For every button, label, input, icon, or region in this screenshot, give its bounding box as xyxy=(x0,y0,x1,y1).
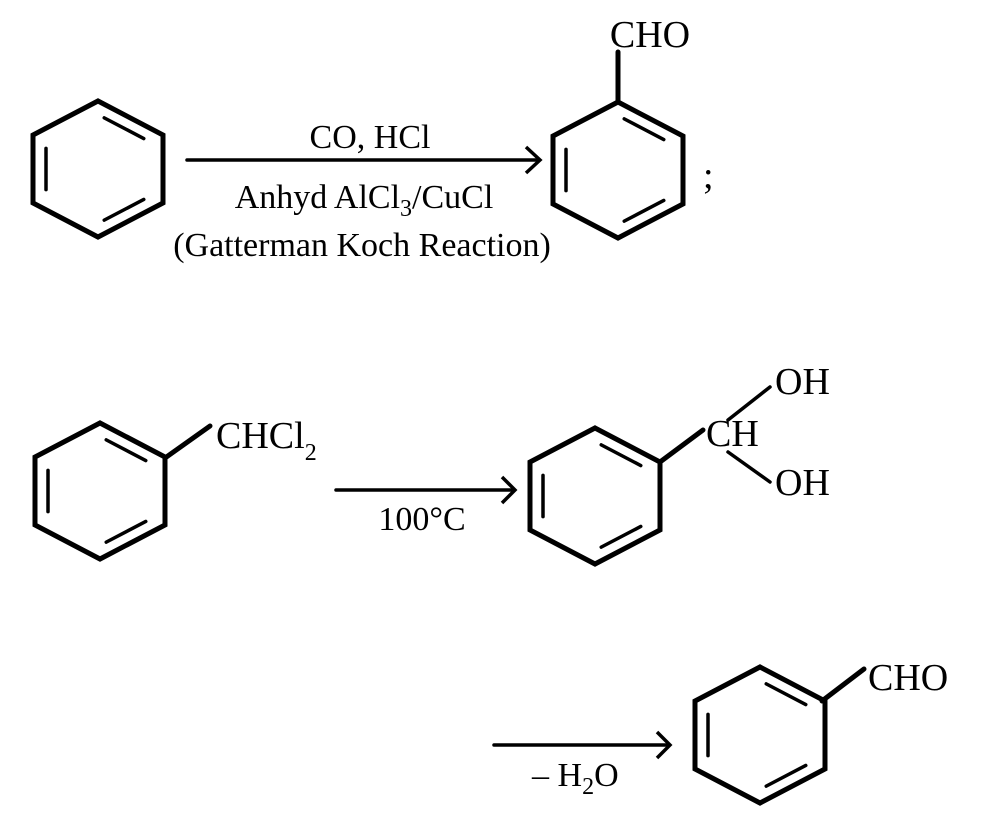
ch-label: CH xyxy=(706,413,759,455)
benzene-reactant-1 xyxy=(30,98,166,240)
chcl2-bond xyxy=(162,423,213,461)
catalyst-subscript: 3 xyxy=(400,196,412,222)
cho-bond-3 xyxy=(819,666,867,704)
water-subscript: 2 xyxy=(582,774,594,800)
oh-top-bond xyxy=(726,385,772,422)
benzaldehyde-product-3-double-bond xyxy=(764,682,808,707)
benzal-chloride-ring xyxy=(32,420,168,562)
separator: ; xyxy=(703,155,714,197)
benzaldehyde-product-3 xyxy=(692,664,828,806)
oh-top-label: OH xyxy=(775,361,830,403)
reagent-catalyst: Anhyd AlCl3/CuCl xyxy=(235,179,494,222)
benzal-chloride-ring-double-bond xyxy=(104,519,148,544)
water-text: – H xyxy=(531,757,582,794)
catalyst-text: Anhyd AlCl xyxy=(235,179,400,216)
arrow-3-head xyxy=(655,730,673,760)
cho-label-1: CHO xyxy=(610,14,690,56)
benzaldehyde-product-1 xyxy=(550,99,686,241)
ch-bond xyxy=(657,427,706,465)
reagent-co-hcl: CO, HCl xyxy=(310,119,431,156)
oh-bottom-label: OH xyxy=(775,462,830,504)
oh-bottom-bond xyxy=(726,450,772,484)
benzaldehyde-product-1-double-bond xyxy=(622,117,666,142)
diol-intermediate-ring xyxy=(527,425,663,567)
benzene-reactant-1-double-bond xyxy=(102,197,146,222)
diol-intermediate-ring-double-bond xyxy=(599,524,643,549)
chcl2-text: CHCl xyxy=(216,415,305,457)
cho-label-3: CHO xyxy=(868,657,948,699)
diol-intermediate-ring-double-bond xyxy=(599,443,643,468)
benzene-reactant-1-double-bond xyxy=(102,116,146,141)
reaction-2: CHCl2 100°C CH OH OH xyxy=(162,361,830,538)
chcl2-subscript: 2 xyxy=(305,440,317,466)
reaction-3: – H2O CHO xyxy=(492,657,948,800)
reaction-name: (Gatterman Koch Reaction) xyxy=(173,227,551,264)
benzene-rings xyxy=(30,98,828,806)
water-text-2: O xyxy=(594,757,619,794)
arrow-2-head xyxy=(500,475,518,505)
arrow-1-head xyxy=(524,145,543,175)
catalyst-text-2: /CuCl xyxy=(412,179,493,216)
reaction-1: CO, HCl Anhyd AlCl3/CuCl (Gatterman Koch… xyxy=(173,14,713,264)
condition-minus-water: – H2O xyxy=(531,757,619,800)
benzal-chloride-ring-double-bond xyxy=(104,438,148,463)
benzaldehyde-product-3-double-bond xyxy=(764,763,808,788)
benzaldehyde-product-1-double-bond xyxy=(622,198,666,223)
chcl2-label: CHCl2 xyxy=(216,415,317,466)
condition-100c: 100°C xyxy=(378,501,465,538)
